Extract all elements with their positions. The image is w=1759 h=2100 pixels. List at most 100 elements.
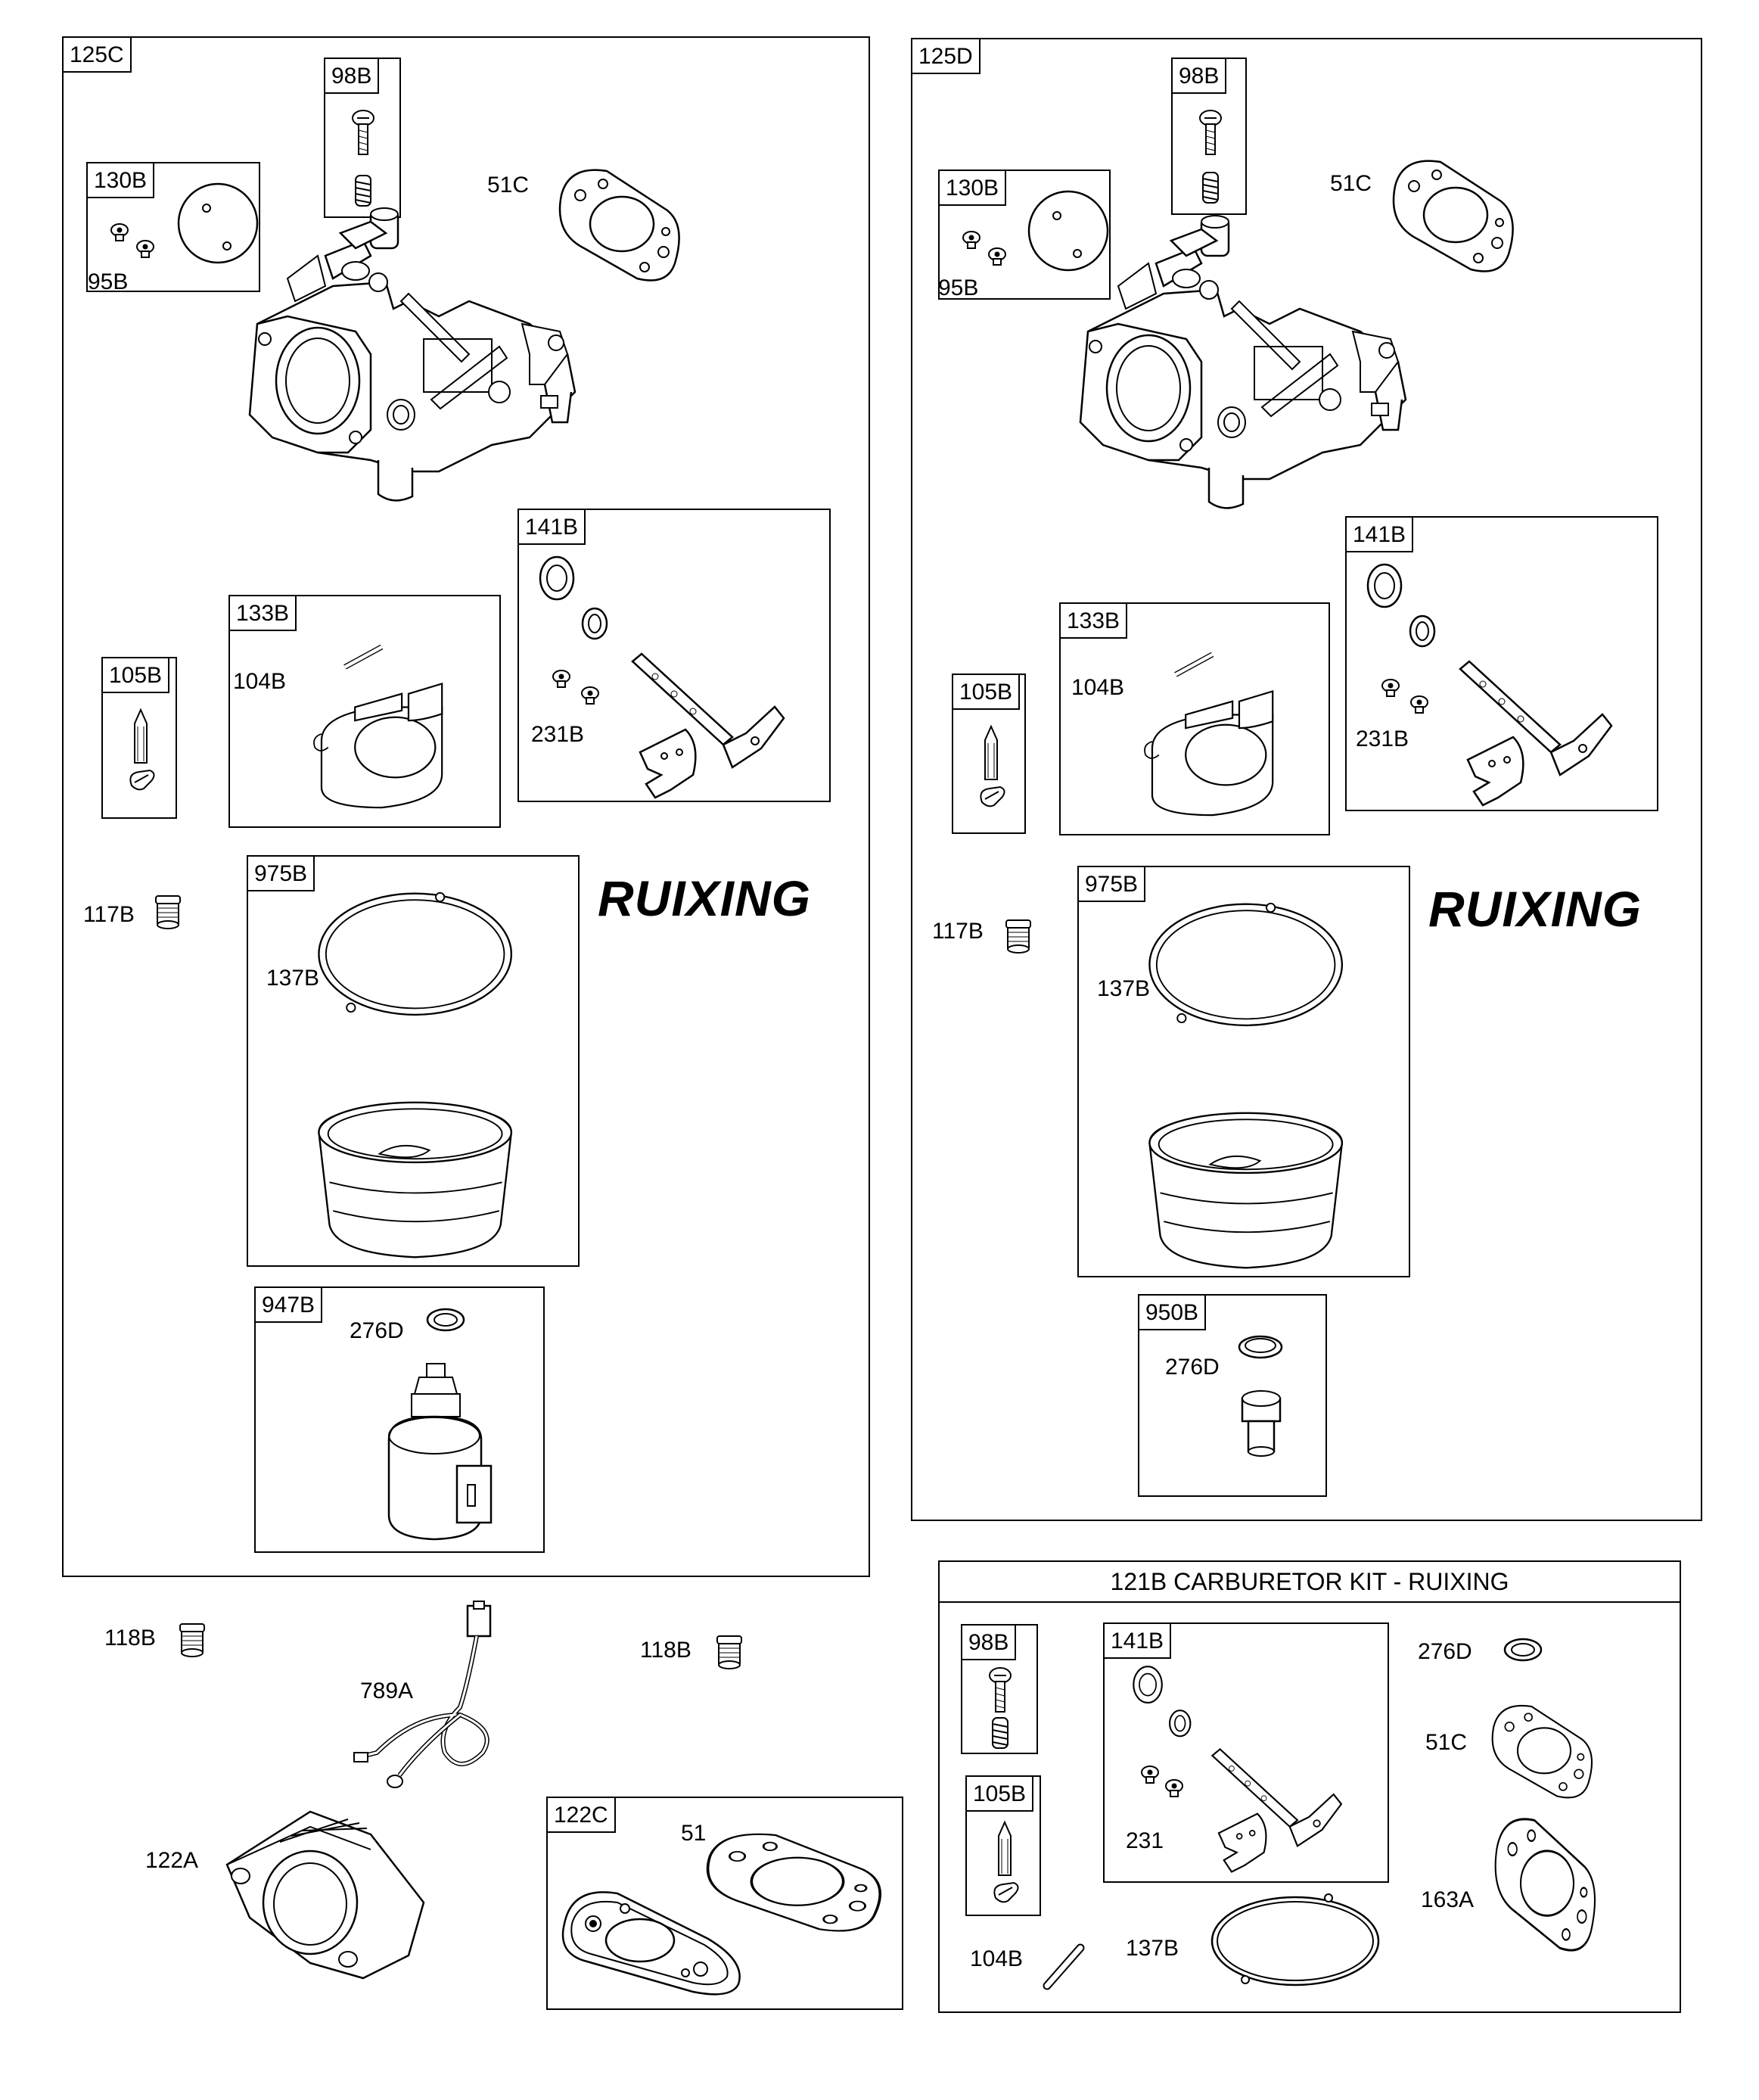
box-950b-right: 950B 276D xyxy=(1138,1294,1327,1497)
gasket-icon xyxy=(1392,160,1514,272)
label-117b: 117B xyxy=(932,919,984,944)
plug-icon xyxy=(1005,919,1031,954)
label-276d: 276D xyxy=(1418,1639,1472,1664)
plug-icon xyxy=(155,895,181,929)
label-122c: 122C xyxy=(546,1797,616,1833)
box-133b-left: 133B 104B xyxy=(228,595,501,828)
label-276d: 276D xyxy=(350,1318,404,1343)
pin-icon xyxy=(1041,1942,1086,1992)
insulator-plate-icon xyxy=(557,1871,754,1999)
label-950b: 950B xyxy=(1138,1294,1207,1330)
small-screw-icon xyxy=(962,231,981,249)
box-130b-right: 130B xyxy=(938,170,1111,300)
screw-icon xyxy=(989,1667,1012,1713)
label-137b: 137B xyxy=(1126,1936,1179,1961)
box-130b-left: 130B xyxy=(86,162,260,292)
label-95b: 95B xyxy=(88,269,129,294)
label-51c: 51C xyxy=(1330,171,1372,196)
small-screw-icon xyxy=(136,240,154,258)
label-141b: 141B xyxy=(1103,1622,1172,1659)
small-screw-icon xyxy=(110,223,129,241)
label-231: 231 xyxy=(1126,1828,1164,1853)
o-ring-icon xyxy=(1207,1892,1383,1990)
label-117b: 117B xyxy=(83,902,135,927)
small-screw-icon xyxy=(1410,695,1428,714)
box-105b-right: 105B xyxy=(952,674,1026,834)
plug-icon xyxy=(179,1623,205,1657)
label-163a: 163A xyxy=(1421,1887,1475,1912)
label-137b: 137B xyxy=(266,966,320,991)
label-141b: 141B xyxy=(517,509,586,545)
box-975b-right: 975B 137B xyxy=(1077,866,1410,1277)
kit-title: 121B CARBURETOR KIT - RUIXING xyxy=(940,1562,1680,1603)
label-133b: 133B xyxy=(1059,602,1128,639)
small-screw-icon xyxy=(988,247,1006,266)
brand-ruixing: RUIXING xyxy=(598,870,812,926)
small-screw-icon xyxy=(581,686,599,705)
label-51c: 51C xyxy=(1425,1730,1468,1755)
label-105b: 105B xyxy=(101,657,170,693)
box-141b-left: 141B 231B xyxy=(517,509,831,802)
spring-icon xyxy=(1202,172,1219,204)
box-122c: 122C 51 xyxy=(546,1797,903,2010)
float-bowl-icon xyxy=(1148,902,1344,1269)
needle-valve-icon xyxy=(129,709,155,791)
box-105b-kit: 105B xyxy=(965,1775,1041,1916)
float-bowl-icon xyxy=(318,891,513,1258)
carburetor-body-icon xyxy=(248,207,576,502)
plug-icon xyxy=(716,1635,742,1669)
label-104b: 104B xyxy=(233,669,287,694)
panel-125d: 125D xyxy=(911,38,1702,1521)
box-141b-right: 141B 231B xyxy=(1345,516,1658,811)
spring-icon xyxy=(992,1717,1008,1749)
o-ring-icon xyxy=(1503,1638,1543,1662)
screw-icon xyxy=(352,110,374,155)
label-130b: 130B xyxy=(86,162,155,198)
label-95b: 95B xyxy=(938,275,979,300)
label-141b: 141B xyxy=(1345,516,1414,552)
spacer-icon xyxy=(219,1804,431,1986)
label-104b: 104B xyxy=(970,1946,1024,1971)
small-screw-icon xyxy=(1165,1779,1183,1797)
label-104b: 104B xyxy=(1071,675,1125,700)
solenoid-icon xyxy=(387,1362,493,1541)
box-141b-kit: 141B 231 xyxy=(1103,1622,1389,1883)
label-118b: 118B xyxy=(640,1638,691,1663)
label-975b: 975B xyxy=(1077,866,1146,902)
label-130b: 130B xyxy=(938,170,1007,206)
small-screw-icon xyxy=(552,670,570,688)
label-51: 51 xyxy=(681,1821,707,1846)
box-98b-left: 98B xyxy=(324,58,401,218)
label-51c: 51C xyxy=(487,173,530,198)
small-screw-icon xyxy=(1141,1766,1159,1784)
float-icon xyxy=(298,640,472,814)
throttle-shaft-icon xyxy=(1366,563,1613,807)
box-975b-left: 975B 137B xyxy=(247,855,580,1267)
spring-icon xyxy=(355,175,371,207)
panel-title: 125C xyxy=(62,36,132,73)
label-122a: 122A xyxy=(145,1848,199,1873)
needle-valve-icon xyxy=(993,1822,1019,1903)
box-98b-right: 98B xyxy=(1171,58,1247,215)
label-98b: 98B xyxy=(961,1624,1017,1660)
label-105b: 105B xyxy=(965,1775,1034,1812)
carburetor-body-icon xyxy=(1079,214,1407,509)
throttle-shaft-icon xyxy=(539,555,785,799)
small-screw-icon xyxy=(1381,679,1400,697)
panel-125c: 125C xyxy=(62,36,870,1577)
label-137b: 137B xyxy=(1097,976,1151,1001)
gasket-icon xyxy=(1494,1818,1596,1952)
float-icon xyxy=(1129,648,1303,822)
label-133b: 133B xyxy=(228,595,297,631)
label-98b: 98B xyxy=(324,58,380,94)
fitting-icon xyxy=(1238,1335,1283,1458)
label-975b: 975B xyxy=(247,855,315,891)
box-98b-kit: 98B xyxy=(961,1624,1038,1754)
label-98b: 98B xyxy=(1171,58,1227,94)
screw-icon xyxy=(1199,110,1222,155)
label-276d: 276D xyxy=(1165,1355,1220,1380)
box-947b-left: 947B 276D xyxy=(254,1286,545,1553)
label-231b: 231B xyxy=(531,722,585,747)
label-118b: 118B xyxy=(104,1626,156,1650)
kit-121b: 121B CARBURETOR KIT - RUIXING xyxy=(938,1560,1681,2013)
